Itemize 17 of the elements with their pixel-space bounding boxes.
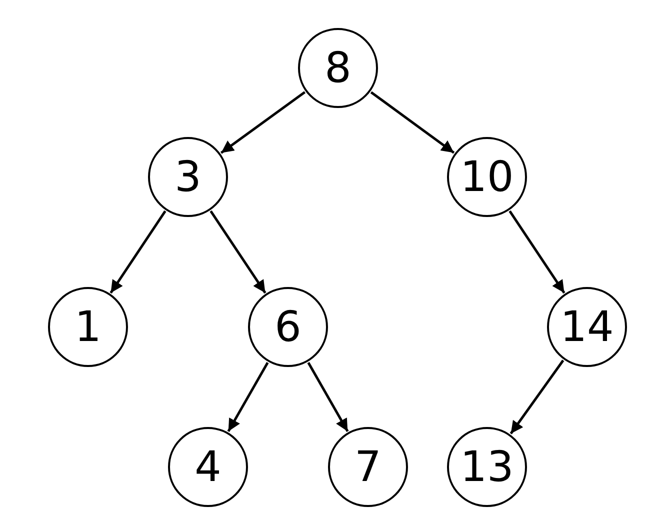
arrow (227, 362, 269, 432)
node-value: 1 (74, 306, 102, 348)
arrow (370, 91, 455, 154)
node-value: 14 (560, 306, 614, 348)
node-value: 4 (194, 446, 222, 488)
arrow (210, 210, 266, 294)
arrow (508, 210, 566, 294)
arrow (510, 360, 564, 434)
arrow (307, 362, 349, 432)
node-value: 6 (274, 306, 302, 348)
node-value: 13 (460, 446, 514, 488)
arrow (110, 210, 166, 294)
node-value: 8 (324, 47, 352, 89)
arrow (220, 91, 306, 154)
node-value: 10 (460, 156, 514, 198)
node-value: 7 (354, 446, 382, 488)
node-value: 3 (174, 156, 202, 198)
